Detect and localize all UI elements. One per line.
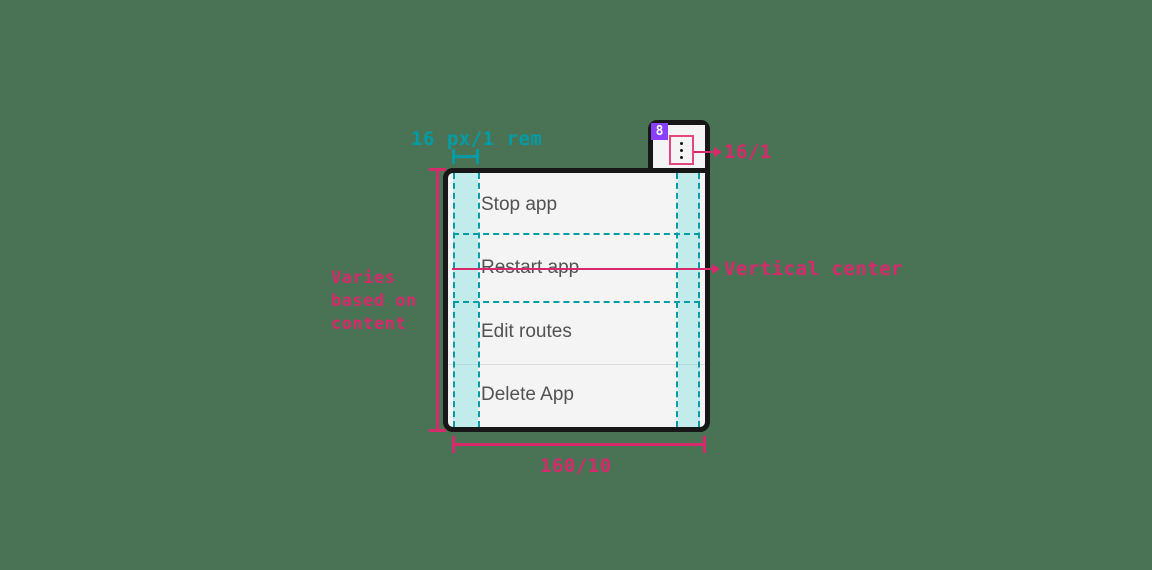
vertical-center-line	[452, 268, 710, 270]
menu-item-label: Stop app	[481, 193, 558, 215]
padding-measure-bar	[452, 155, 479, 158]
menu-item-label: Delete App	[481, 384, 574, 406]
vertical-center-label: Vertical center	[724, 258, 904, 280]
overflow-dot-3	[680, 155, 683, 159]
overflow-menu-panel[interactable]: Stop app Restart app Edit routes Delete …	[443, 168, 710, 432]
menu-item-label: Restart app	[481, 257, 580, 279]
padding-measure-cap-left	[452, 149, 455, 164]
vertical-center-leader	[700, 268, 718, 270]
overflow-dot-1	[680, 141, 683, 145]
overflow-menu-vertical-icon[interactable]	[669, 135, 694, 165]
height-measure-cap-top	[429, 168, 446, 171]
step-badge-8: 8	[651, 123, 668, 140]
width-measure-cap-left	[452, 436, 455, 453]
height-measure-cap-bottom	[429, 429, 446, 432]
trigger-size-label: 16/1	[724, 141, 772, 163]
padding-measure-cap-right	[476, 149, 479, 164]
trigger-size-arrow-icon	[714, 147, 722, 157]
menu-item-restart-app[interactable]: Restart app	[448, 237, 705, 301]
height-measure-bar	[436, 168, 439, 432]
menu-item-label: Edit routes	[481, 320, 572, 342]
width-measure-cap-right	[703, 436, 706, 453]
vertical-center-arrow-icon	[712, 264, 720, 274]
menu-item-list: Stop app Restart app Edit routes Delete …	[448, 173, 705, 427]
menu-item-delete-app[interactable]: Delete App	[448, 363, 705, 428]
padding-measure-label: 16 px/1 rem	[411, 128, 543, 150]
trigger-size-leader	[694, 151, 720, 153]
width-measure-label: 160/10	[540, 455, 612, 477]
height-varies-label: Varies based on content	[331, 268, 417, 334]
overflow-dot-2	[680, 148, 683, 152]
width-measure-bar	[452, 443, 706, 446]
menu-item-edit-routes[interactable]: Edit routes	[448, 300, 705, 364]
menu-item-stop-app[interactable]: Stop app	[448, 173, 705, 237]
